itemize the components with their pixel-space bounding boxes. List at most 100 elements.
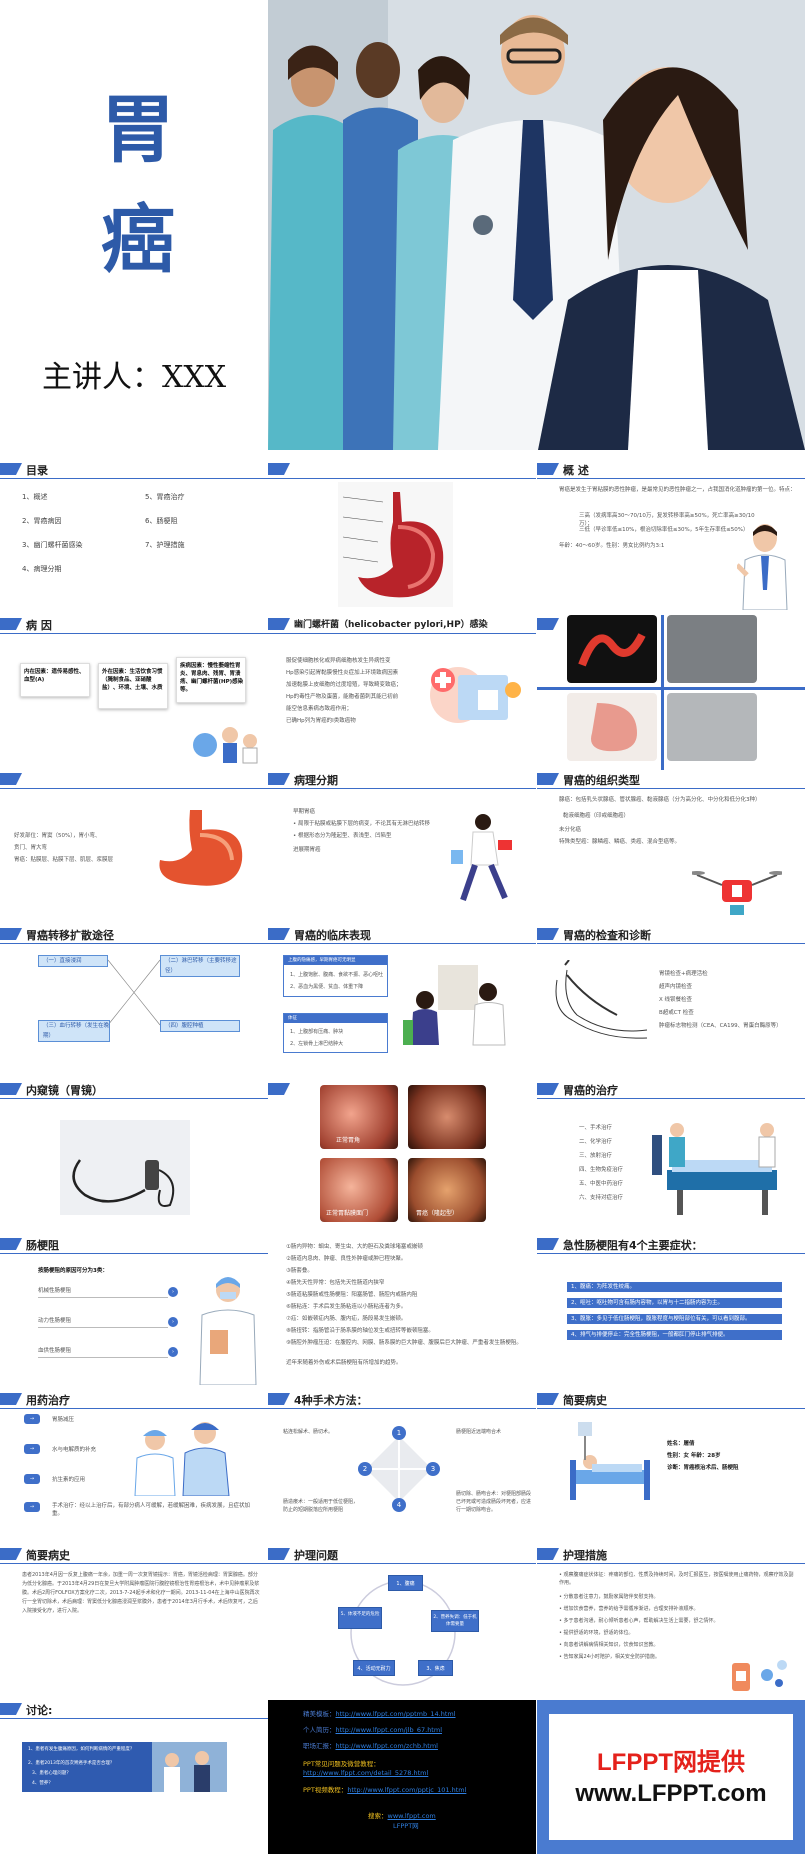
- toc-item[interactable]: 3、幽门螺杆菌感染: [22, 541, 83, 549]
- slide-spread: 胃癌转移扩散途径 （一）直接浸润 （二）淋巴转移（主要转移途径） （三）血行转移…: [0, 925, 268, 1080]
- symptom-bar: 1、腹痛：为阵发性绞痛。: [567, 1282, 782, 1292]
- slide-history-1: 简要病史 姓名：屠倩 性别：女 年龄：28岁 诊断：胃癌根治术后、肠梗阻: [537, 1390, 805, 1545]
- overview-intro: 胃癌是发生于胃粘膜的恶性肿瘤，是最常见的恶性肿瘤之一，占我国消化道肿瘤的第一位。…: [559, 487, 796, 493]
- divider: [38, 1327, 168, 1328]
- header-rule: [0, 633, 268, 634]
- slide-header: 病理分期: [268, 770, 536, 792]
- slide-header: 幽门螺杆菌（helicobacter pylori,HP）感染: [268, 615, 536, 637]
- sign-box: 体征 1、上腹部有压痛、肿块 2、左锁骨上淋巴结肿大: [283, 1013, 388, 1053]
- slide-header: 护理问题: [268, 1545, 536, 1567]
- cause-line: 近年来随着外伤或术后肠梗阻有所增加的趋势。: [286, 1360, 402, 1366]
- tissue-line: 腺癌：包括乳头状腺癌、管状腺癌、黏液腺癌（分为高分化、中分化和低分化3种）: [559, 797, 761, 803]
- slide-obstruction-causes: ①肠内异物：蛔虫、寄生虫、大的胆石及粪球堵塞或嵌顿 ②肠道内息肉、肿瘤、良性外肿…: [268, 1235, 536, 1390]
- link-line[interactable]: 个人简历：http://www.lfppt.com/jlb_67.html: [303, 1726, 528, 1735]
- doctor-icon: [737, 524, 788, 610]
- header-marker: [268, 928, 290, 940]
- surgery-method: 肠切除、肠吻合术：对梗阻部肠段已坏死或可造成肠段坏死者，应进行一期切除吻合。: [456, 1491, 532, 1513]
- discussion-question: 4、营养？: [32, 1781, 53, 1786]
- link-line[interactable]: 精美模板：http://www.lfppt.com/pptmb_14.html: [303, 1710, 528, 1719]
- treatment-item: 二、化学治疗: [579, 1139, 613, 1145]
- endoscopy-image: 正常胃角: [320, 1085, 398, 1149]
- slide-discussion: 讨论: 1、患者有发生腹痛原因，如何判断病情的严重程度？ 2、患者2013年的首…: [0, 1700, 268, 1854]
- slide-overview: 概 述 胃癌是发生于胃粘膜的恶性肿瘤，是最常见的恶性肿瘤之一，占我国消化道肿瘤的…: [537, 460, 805, 615]
- patient-info: 性别：女 年龄：28岁: [667, 1453, 721, 1459]
- header-marker: [537, 618, 559, 630]
- link-url[interactable]: www.lfppt.com: [387, 1812, 436, 1820]
- cause-line: ②肠道内息肉、肿瘤、良性外肿瘤或肿已程块聚。: [286, 1256, 407, 1262]
- medical-team-icon: [193, 727, 258, 764]
- slide-header: 概 述: [537, 460, 805, 482]
- link-label: 职场汇报：: [303, 1742, 336, 1750]
- arrow-icon: ›: [168, 1347, 178, 1357]
- header-marker: [537, 1083, 559, 1095]
- tissue-line: 未分化癌: [559, 827, 582, 833]
- link-url[interactable]: http://www.lfppt.com/pptjc_101.html: [347, 1786, 467, 1794]
- toc-item[interactable]: 2、胃癌病因: [22, 517, 62, 525]
- slide-title: 肠梗阻: [26, 1239, 59, 1252]
- brand-line-2: www.LFPPT.com: [575, 1780, 767, 1807]
- slide-header: 4种手术方法：: [268, 1390, 536, 1412]
- cause-line: ⑨肠腔外肿瘤压迫：在腹腔内、网膜、肠系膜的巨大肿瘤、腹膜后巨大肿瘤、严重者发生肠…: [286, 1340, 522, 1346]
- slide-header: 肠梗阻: [0, 1235, 268, 1257]
- obstruction-subtitle: 按肠梗阻的原因可分为3类：: [38, 1268, 108, 1274]
- pathology-line: 早期胃癌: [293, 809, 316, 815]
- surgery-method: 粘连松解术、肠切术。: [283, 1429, 334, 1435]
- link-url[interactable]: http://www.lfppt.com/zchb.html: [335, 1742, 438, 1750]
- slide-title: 简要病史: [563, 1394, 607, 1407]
- link-label: PPT视频教程：: [303, 1786, 348, 1794]
- link-url[interactable]: http://www.lfppt.com/detail_5278.html: [303, 1769, 429, 1777]
- brand-link[interactable]: LFPPT网: [393, 1822, 419, 1830]
- hp-line: 能空信息素病态致癌作用；: [286, 706, 353, 712]
- toc-item[interactable]: 5、胃癌治疗: [145, 493, 185, 501]
- link-line[interactable]: 职场汇报：http://www.lfppt.com/zchb.html: [303, 1742, 528, 1751]
- stomach-diagram-image: [567, 693, 657, 761]
- drug-item: 水与电解质的补充: [52, 1447, 97, 1453]
- slide-clinical: 胃癌的临床表现 上腹的隐痛感，早期胃癌可无明显 1、上腹饱胀、腹痛、食欲不振、恶…: [268, 925, 536, 1080]
- slide-header: 胃癌的检查和诊断: [537, 925, 805, 947]
- slide-title: 目录: [26, 464, 48, 477]
- header-marker: [268, 463, 290, 475]
- toc-item[interactable]: 6、肠梗阻: [145, 517, 178, 525]
- slide-surgery-methods: 4种手术方法： 1 2 3 4 粘连松解术、肠切术。 肠梗阻近远端吻合术 肠造瘘…: [268, 1390, 536, 1545]
- stomach-icon: [338, 482, 453, 607]
- slide-title: 概 述: [563, 464, 589, 477]
- header-marker: [268, 1393, 290, 1405]
- toc-item[interactable]: 7、护理措施: [145, 541, 185, 549]
- micrograph-image: [667, 615, 757, 683]
- link-url[interactable]: http://www.lfppt.com/jlb_67.html: [335, 1726, 443, 1734]
- slide-diagnosis: 胃癌的检查和诊断 胃镜检查+病理活检 超声内镜检查 X 线钡餐检查 B超或CT …: [537, 925, 805, 1080]
- slide-title: 胃癌转移扩散途径: [26, 929, 114, 942]
- endoscopy-image: 正常胃黏膜面门: [320, 1158, 398, 1222]
- slide-title: 内窥镜（胃镜）: [26, 1084, 103, 1097]
- spread-route: （一）直接浸润: [38, 955, 108, 967]
- symptom-bar: 3、腹胀：多见于低位肠梗阻，腹胀程度与梗阻部位有关，可以看到腹部。: [567, 1314, 782, 1324]
- hp-line: 已确Hp列为胃癌的I类致癌物: [286, 718, 356, 724]
- arrow-icon: ›: [168, 1287, 178, 1297]
- toc-item[interactable]: 4、病理分期: [22, 565, 62, 573]
- nursing-problem-node: 5、体液不足的危险: [338, 1607, 382, 1629]
- overview-three-low: 三低（早诊率低≤10%，根治切除率低≤30%，5年生存率低≤50%）: [579, 527, 749, 533]
- overview-three-high: 三高（发病率高30～70/10万，复发转移率高≥50%，死亡率高≥30/10万）…: [579, 513, 755, 527]
- slide-header: [537, 615, 805, 637]
- slide-pathology: 病理分期 早期胃癌 • 局限于粘膜或粘膜下层的病变，不论其有无淋巴结转移 • 根…: [268, 770, 536, 925]
- hp-line: Hp的毒性产物及蛋菌，能胞者菌刺其能已初前: [286, 694, 399, 700]
- header-marker: [268, 1083, 290, 1095]
- hospital-scene-icon: [652, 1123, 777, 1215]
- diagnosis-line: B超或CT 检查: [659, 1010, 694, 1016]
- link-line[interactable]: PPT视频教程：http://www.lfppt.com/pptjc_101.h…: [303, 1786, 528, 1795]
- header-rule: [537, 1098, 805, 1099]
- cause-line: ⑤肠道粘膜肠或性肠梗阻：阳塞肠管、肠腔内或肠内阻: [286, 1292, 418, 1298]
- cover-title-char-2: 癌: [101, 197, 175, 283]
- doctor-icon: [199, 1277, 257, 1385]
- link-line[interactable]: 搜索：www.lfppt.com: [368, 1812, 488, 1821]
- pathology-line: • 根据形态分为隆起型、表浅型、凹陷型: [293, 833, 392, 839]
- slide-nursing-measures: 护理措施 • 观察腹痛症状体征：疼痛的部位、性质及持续时间，及时汇报医生，按医嘱…: [537, 1545, 805, 1700]
- link-label: 搜索：: [368, 1812, 388, 1820]
- cover-slide: 胃 癌 主讲人：XXX: [0, 0, 805, 450]
- nursing-item: • 向患者讲解病情相关知识，饮食知识宣教。: [559, 1642, 659, 1648]
- toc-item[interactable]: 1、概述: [22, 493, 48, 501]
- link-url[interactable]: http://www.lfppt.com/pptmb_14.html: [335, 1710, 456, 1718]
- cross-divider: [537, 687, 805, 690]
- header-marker: [537, 1548, 559, 1560]
- link-line[interactable]: PPT常见问题及微营教程： http://www.lfppt.com/detai…: [303, 1760, 528, 1778]
